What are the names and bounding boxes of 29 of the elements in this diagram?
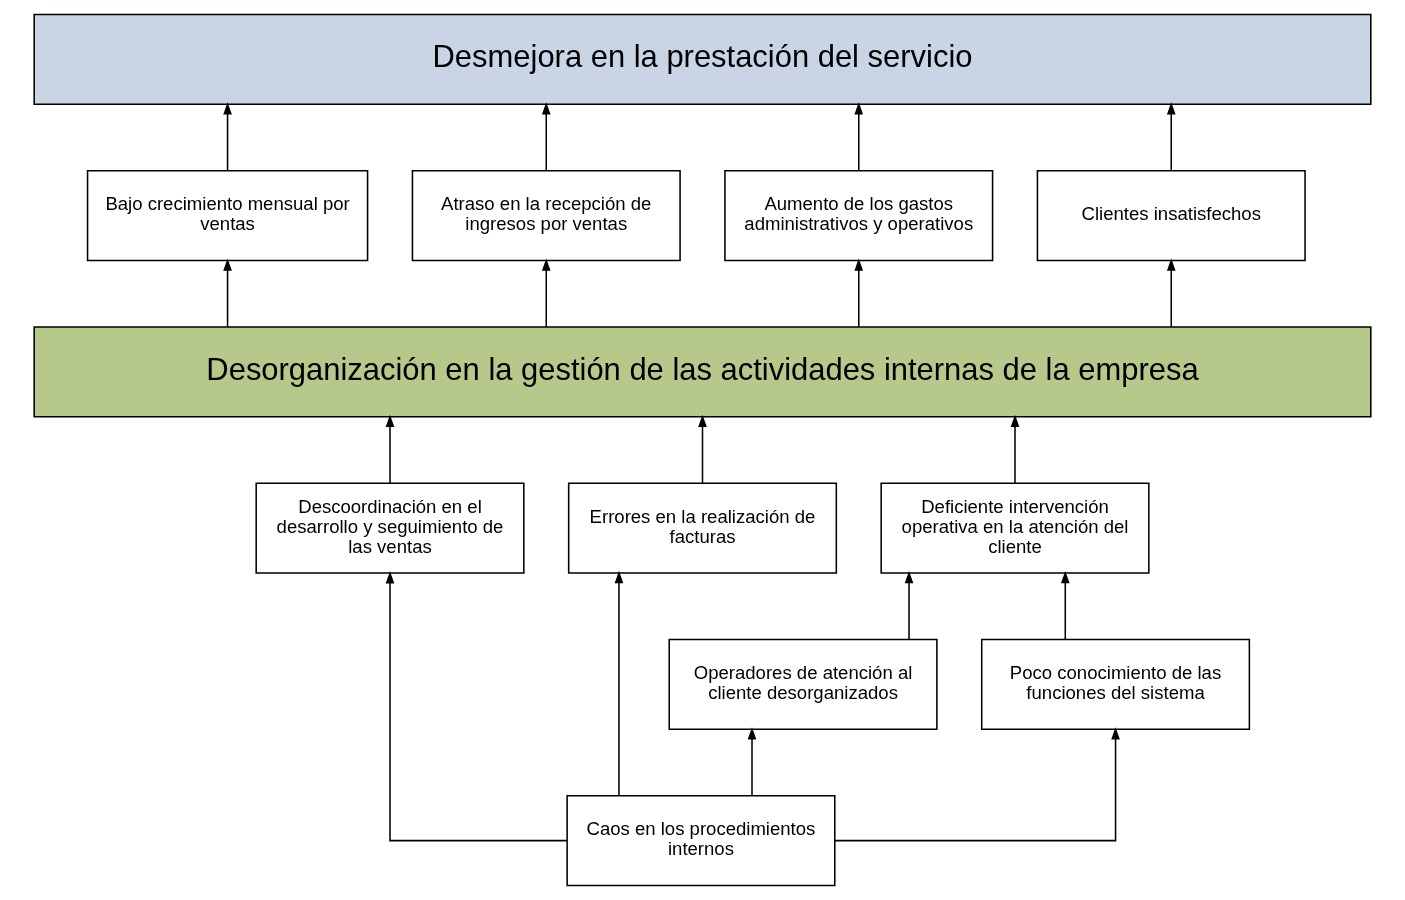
arrow [854,102,864,172]
node-box: Aumento de los gastos administrativos y operativos [724,170,994,262]
arrow [541,258,551,328]
arrow [1010,414,1020,484]
node-box: Descoordinación en el desarrollo y seguimiento de las ventas [255,482,525,574]
node-box: Atraso en la recepción de ingresos por ventas [411,170,681,262]
arrow [747,727,757,797]
arrow [385,571,568,842]
arrow [541,102,551,172]
node-box: Clientes insatisfechos [1036,170,1306,262]
node-box: Caos en los procedimientos internos [566,795,836,887]
node-box: Operadores de atención al cliente desorganizados [668,638,938,730]
arrow [904,570,914,640]
arrow [1166,102,1176,172]
node-box: Bajo crecimiento mensual por ventas [86,170,369,262]
node-box: Poco conocimiento de las funciones del sistema [980,638,1251,730]
arrow [834,727,1120,842]
arrow [1166,258,1176,328]
arrow [223,102,232,172]
arrow [1060,570,1070,640]
arrow [854,258,864,328]
node-box: Errores en la realización de facturas [567,482,838,574]
arrow [698,414,707,484]
arrow [385,414,395,484]
node-box: Desorganización en la gestión de las actividades internas de la empresa [33,326,1372,418]
node-box: Desmejora en la prestación del servicio [33,13,1372,105]
arrow [614,570,624,796]
node-box: Deficiente intervención operativa en la atención del cliente [880,482,1150,574]
arrow [223,258,232,328]
